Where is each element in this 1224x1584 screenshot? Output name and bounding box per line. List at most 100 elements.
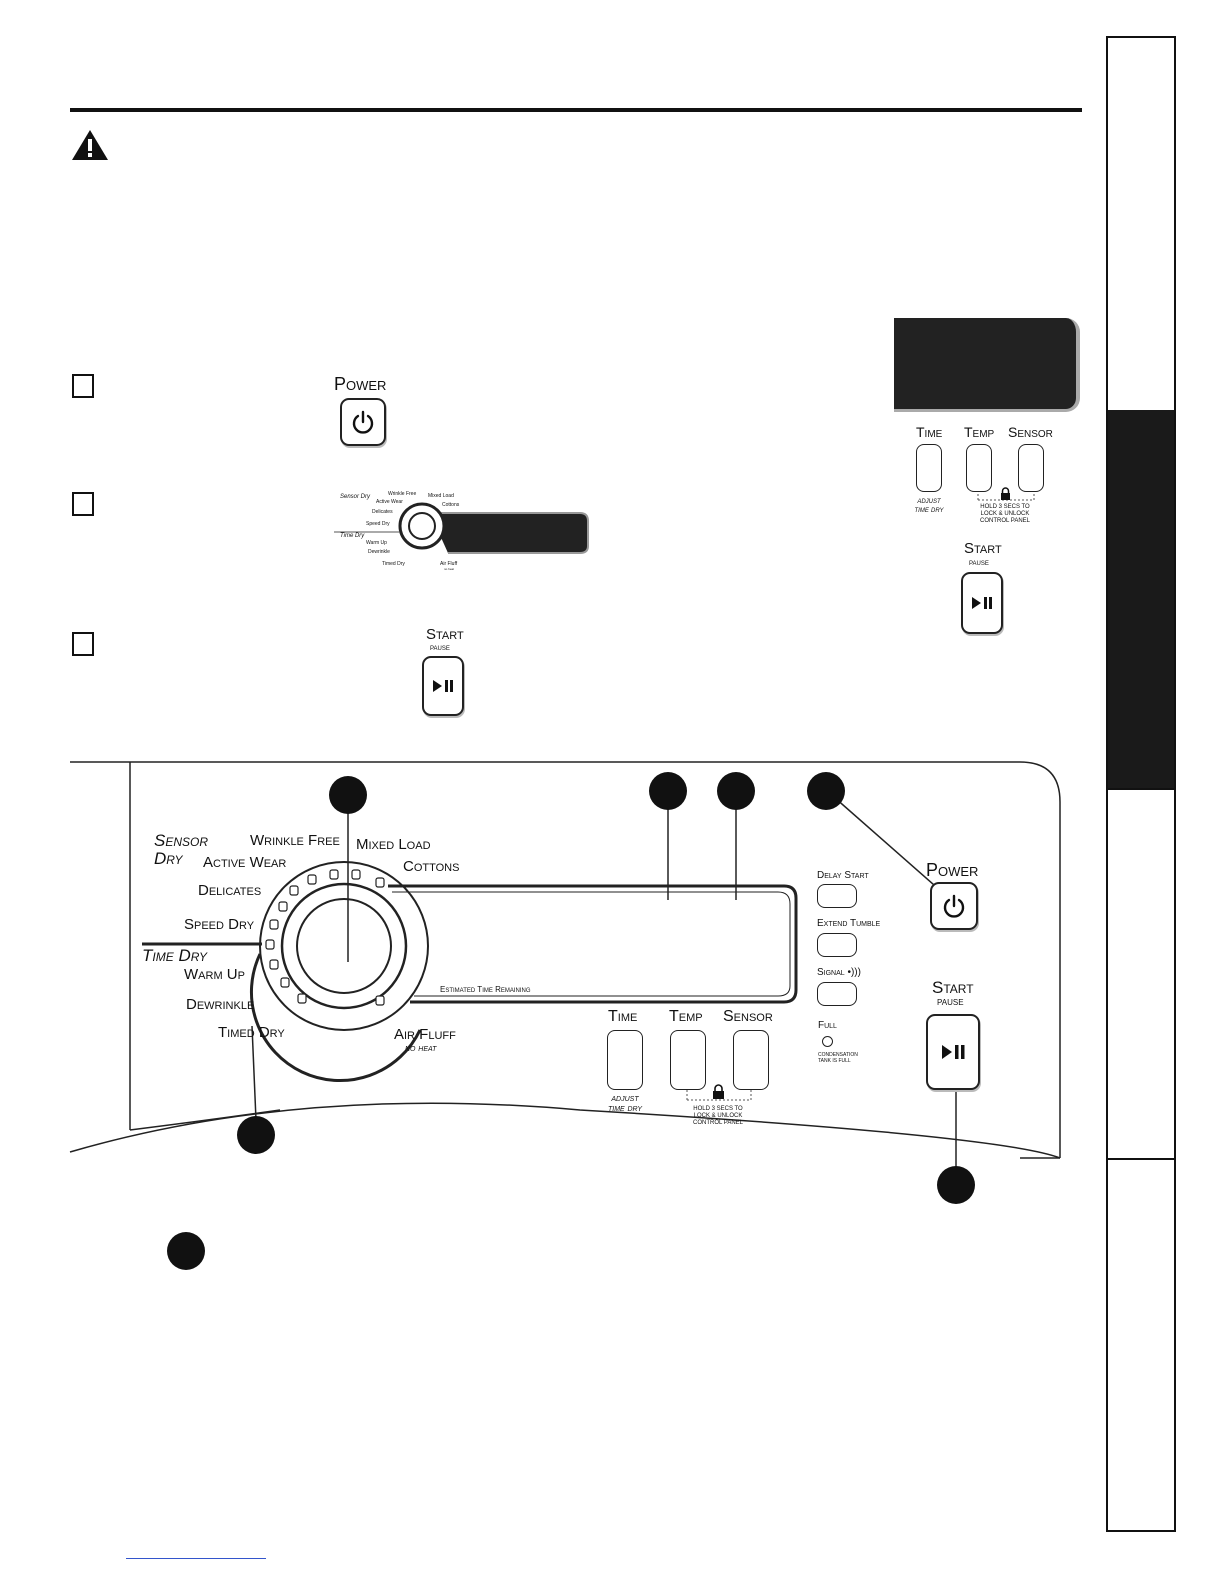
estimated-time-label: Estimated Time Remaining bbox=[440, 985, 531, 994]
side-tab-divider bbox=[1108, 788, 1174, 790]
play-pause-icon bbox=[942, 1045, 965, 1059]
mini-time-button[interactable] bbox=[916, 444, 942, 492]
play-pause-icon bbox=[433, 680, 453, 692]
mini-cycle-label: no heat bbox=[444, 567, 455, 571]
no-heat-label: no heat bbox=[405, 1043, 437, 1054]
cycle-air-fluff[interactable]: Air Fluff bbox=[394, 1026, 456, 1043]
signal-icon: •))) bbox=[847, 967, 861, 978]
extend-tumble-label: Extend Tumble bbox=[817, 918, 881, 929]
power-label: Power bbox=[926, 860, 979, 880]
temp-button[interactable] bbox=[670, 1030, 706, 1090]
callout-marker bbox=[237, 1116, 275, 1154]
sensor-label: Sensor bbox=[723, 1008, 773, 1025]
mini-lock-bracket bbox=[977, 487, 1035, 501]
adjust-text: adjust bbox=[611, 1093, 639, 1104]
mini-cycle-label: Warm Up bbox=[366, 540, 387, 546]
power-icon bbox=[943, 894, 965, 918]
cycle-timed-dry[interactable]: Timed Dry bbox=[218, 1024, 285, 1041]
time-label: Time bbox=[608, 1008, 638, 1025]
sensor-dry-word-2: Dry bbox=[154, 849, 183, 868]
lock-icon bbox=[713, 1084, 724, 1099]
legend-callout-marker bbox=[167, 1232, 205, 1270]
mini-time-dry: Time Dry bbox=[340, 533, 365, 539]
mini-power-label: Power bbox=[334, 374, 387, 394]
side-tab-divider bbox=[1108, 1158, 1174, 1160]
sensor-dry-word-1: Sensor bbox=[154, 831, 209, 850]
mini-cycle-label: Timed Dry bbox=[382, 561, 405, 567]
mini-time-label: Time bbox=[916, 424, 943, 440]
mini-temp-button[interactable] bbox=[966, 444, 992, 492]
mini-cycle-label: Active Wear bbox=[376, 499, 403, 505]
callout-marker bbox=[649, 772, 687, 810]
mini-start-label: Start bbox=[426, 626, 464, 643]
mini-cycle-label: Wrinkle Free bbox=[388, 491, 417, 497]
sensor-button[interactable] bbox=[733, 1030, 769, 1090]
cycle-warm-up[interactable]: Warm Up bbox=[184, 966, 245, 983]
power-button[interactable] bbox=[930, 882, 978, 930]
time-dry-heading: Time Dry bbox=[142, 946, 207, 965]
delay-start-label: Delay Start bbox=[817, 870, 869, 881]
mini-cycle-label: Air Fluff bbox=[440, 561, 458, 567]
cycle-active-wear[interactable]: Active Wear bbox=[203, 854, 287, 871]
mini-sensor-label: Sensor bbox=[1008, 424, 1053, 440]
full-label: Full bbox=[818, 1020, 837, 1031]
callout-marker bbox=[329, 776, 367, 814]
mini-cycle-label: Cottons bbox=[442, 502, 460, 508]
play-pause-icon bbox=[972, 597, 992, 609]
lock-bracket bbox=[686, 1084, 752, 1101]
signal-label-wrap: Signal •))) bbox=[817, 967, 861, 978]
callout-marker bbox=[807, 772, 845, 810]
mini-adjust-label: adjust time dry bbox=[906, 496, 952, 514]
adjust-time-dry-label: adjust time dry bbox=[596, 1094, 654, 1114]
sensor-dry-heading: Sensor Dry bbox=[154, 832, 208, 868]
mini-display bbox=[894, 318, 1080, 412]
delay-start-button[interactable] bbox=[817, 884, 857, 908]
control-panel-outline bbox=[69, 761, 1061, 1180]
step-1-box bbox=[72, 374, 94, 398]
mini-start-sub: pause bbox=[430, 642, 450, 652]
mini-sensor-dry: Sensor Dry bbox=[340, 494, 371, 500]
mini-cycle-label: Dewrinkle bbox=[368, 549, 390, 555]
condensation-note: CONDENSATION TANK IS FULL bbox=[818, 1052, 858, 1064]
mini-adjust-text: adjust bbox=[917, 496, 941, 505]
step-3-box bbox=[72, 632, 94, 656]
cycle-selector-knob[interactable] bbox=[297, 899, 391, 993]
signal-label: Signal bbox=[817, 967, 845, 978]
cycle-delicates[interactable]: Delicates bbox=[198, 882, 262, 899]
warning-icon bbox=[72, 130, 108, 160]
extend-tumble-button[interactable] bbox=[817, 933, 857, 957]
time-button[interactable] bbox=[607, 1030, 643, 1090]
cycle-cottons[interactable]: Cottons bbox=[403, 858, 460, 875]
mini-panel-start-button[interactable] bbox=[961, 572, 1003, 634]
mini-cycle-label: Speed Dry bbox=[366, 521, 390, 527]
cycle-speed-dry[interactable]: Speed Dry bbox=[184, 916, 255, 933]
callout-marker bbox=[937, 1166, 975, 1204]
mini-cycle-dial: Sensor Dry Wrinkle Free Mixed Load Cotto… bbox=[330, 486, 592, 572]
hold-lock-note: HOLD 3 SECS TO LOCK & UNLOCK CONTROL PAN… bbox=[692, 1106, 743, 1126]
power-icon bbox=[352, 410, 374, 434]
mini-start-button[interactable] bbox=[422, 656, 464, 716]
temp-label: Temp bbox=[669, 1008, 703, 1025]
time-dry-small-text: time dry bbox=[607, 1103, 643, 1114]
mini-panel-start-label: Start bbox=[964, 540, 1002, 557]
mini-sensor-button[interactable] bbox=[1018, 444, 1044, 492]
start-label: Start bbox=[932, 978, 974, 997]
mini-hold-note: HOLD 3 SECS TO LOCK & UNLOCK CONTROL PAN… bbox=[979, 504, 1030, 524]
mini-dial-graphic bbox=[334, 502, 589, 554]
step-2-box bbox=[72, 492, 94, 516]
header-rule bbox=[70, 108, 1082, 112]
signal-button[interactable] bbox=[817, 982, 857, 1006]
mini-cycle-label: Mixed Load bbox=[428, 493, 454, 499]
pause-label: pause bbox=[937, 996, 964, 1008]
mini-power-button[interactable] bbox=[340, 398, 386, 446]
start-pause-button[interactable] bbox=[926, 1014, 980, 1090]
cycle-wrinkle-free[interactable]: Wrinkle Free bbox=[250, 832, 340, 849]
mini-temp-label: Temp bbox=[964, 424, 995, 440]
mini-panel-pause-label: pause bbox=[969, 557, 989, 567]
full-indicator-light bbox=[822, 1036, 833, 1047]
lock-icon bbox=[1001, 487, 1010, 500]
footer-link-underline[interactable] bbox=[126, 1558, 266, 1559]
cycle-mixed-load[interactable]: Mixed Load bbox=[356, 836, 431, 853]
cycle-dewrinkle[interactable]: Dewrinkle bbox=[186, 996, 255, 1013]
callout-marker bbox=[717, 772, 755, 810]
